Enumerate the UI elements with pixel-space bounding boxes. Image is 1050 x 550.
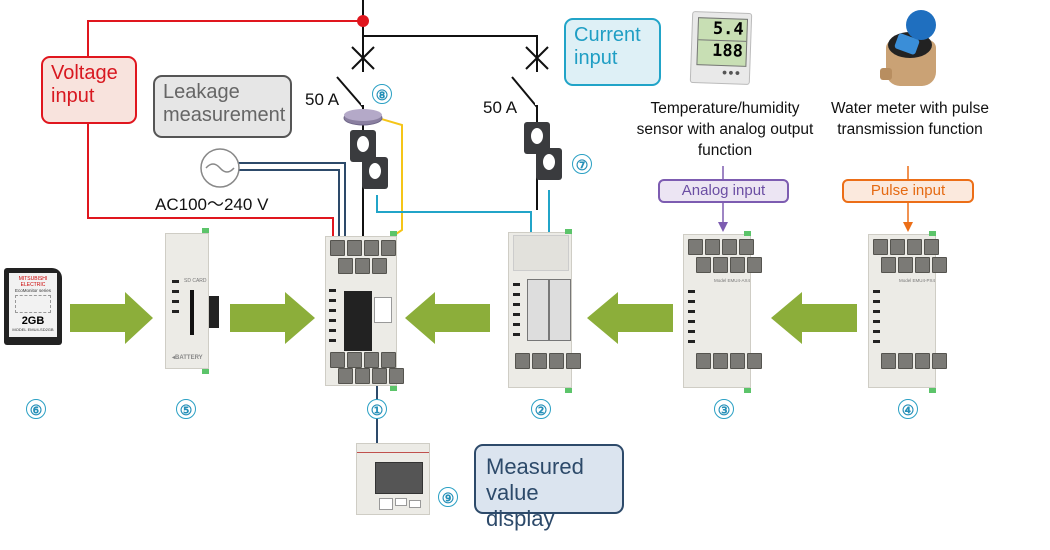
- temp-humidity-sensor-icon: 5.4 188 ●●●: [689, 10, 753, 86]
- main-measuring-unit: [325, 231, 404, 391]
- sd-card-model: MODEL EMU4-SD2GB: [12, 327, 54, 332]
- analog-module-model: Model EMU4-AX4: [714, 278, 751, 283]
- callout-8: ⑧: [372, 84, 392, 104]
- pulse-module-model: Model EMU4-PX4: [899, 278, 936, 283]
- callout-7: ⑦: [572, 154, 592, 174]
- leakage-measurement-label: Leakage measurement: [153, 75, 292, 138]
- current-measuring-module: [508, 229, 581, 393]
- callout-4: ④: [898, 399, 918, 419]
- voltage-input-label: Voltage input: [41, 56, 137, 124]
- analog-arrow-head: [718, 222, 728, 232]
- callout-6: ⑥: [26, 399, 46, 419]
- analog-input-module: Model EMU4-AX4: [683, 231, 762, 393]
- ac-wire-1: [237, 162, 346, 238]
- water-meter-icon: [880, 10, 942, 88]
- breaker-1-rating: 50 A: [305, 90, 340, 109]
- ct-wire-1: [376, 195, 532, 238]
- temp-sensor-description: Temperature/humidity sensor with analog …: [636, 100, 814, 159]
- callout-1: ①: [367, 399, 387, 419]
- sd-slot-label: SD CARD: [184, 278, 207, 284]
- pulse-input-module: Model EMU4-PX4: [868, 231, 947, 393]
- pulse-arrow-head: [903, 222, 913, 232]
- flow-arrow-left: [587, 292, 673, 344]
- sensor-reading-top: 5.4: [712, 18, 744, 40]
- sd-card-brand: MITSUBISHI ELECTRIC: [18, 276, 48, 288]
- sd-logging-module: SD CARD ◂BATTERY: [165, 228, 219, 374]
- flow-arrow-left: [771, 292, 857, 344]
- callout-3: ③: [714, 399, 734, 419]
- flow-arrow-right: [230, 292, 315, 344]
- battery-label: ◂BATTERY: [172, 355, 203, 361]
- flow-arrow-right: [70, 292, 153, 344]
- breaker-2-rating: 50 A: [483, 98, 518, 117]
- breaker-2-switch: [511, 76, 538, 108]
- ct-sensor-icon: [350, 130, 388, 189]
- sensor-reading-bottom: 188: [697, 39, 747, 63]
- voltage-wire: [87, 20, 363, 56]
- callout-5: ⑤: [176, 399, 196, 419]
- ac-source-label: AC100～240 V: [155, 195, 269, 214]
- ct-sensor-icon: [524, 122, 562, 180]
- analog-input-label: Analog input: [658, 179, 789, 203]
- branch-line: [363, 35, 538, 210]
- flow-arrow-left: [405, 292, 490, 344]
- callout-2: ②: [531, 399, 551, 419]
- water-meter-description: Water meter with pulse transmission func…: [831, 100, 989, 138]
- breaker-1-switch: [336, 76, 364, 108]
- voltage-wire-lower: [87, 124, 334, 238]
- sd-card-series: EcoMonitor series: [14, 288, 51, 293]
- callout-9: ⑨: [438, 487, 458, 507]
- display-unit: [356, 443, 430, 515]
- sd-card: MITSUBISHI ELECTRIC EcoMonitor series 2G…: [4, 268, 62, 345]
- current-input-label: Current input: [564, 18, 661, 86]
- ac-wire-2: [237, 169, 340, 238]
- junction-dot: [357, 15, 369, 27]
- pulse-input-label: Pulse input: [842, 179, 974, 203]
- measured-value-display-label: Measured value display: [474, 444, 624, 531]
- sd-card-capacity: 2GB: [21, 315, 45, 327]
